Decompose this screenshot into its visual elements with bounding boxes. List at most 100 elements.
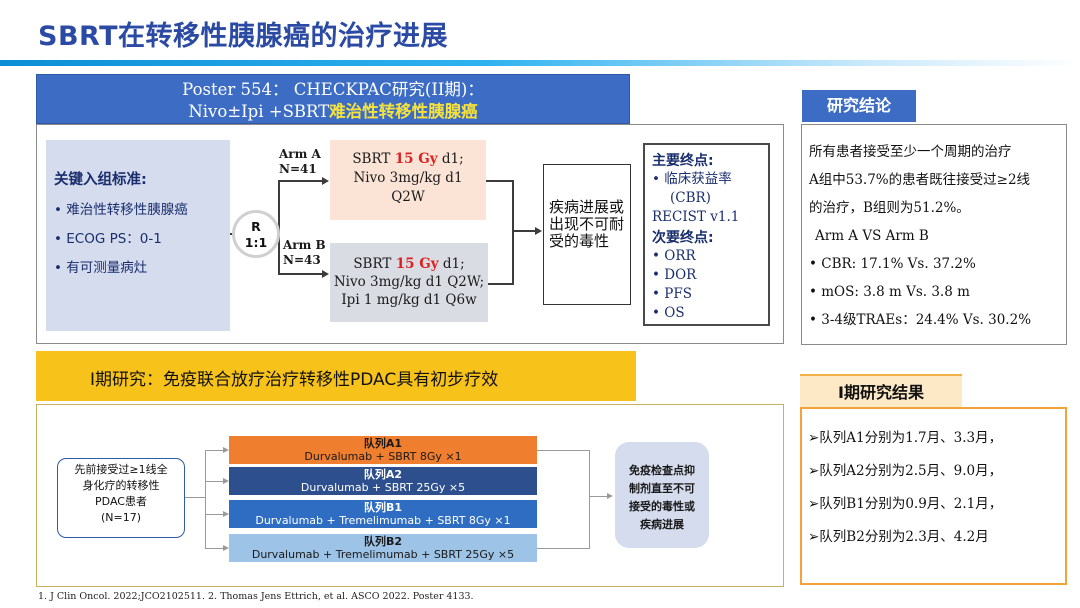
conclusion-line: 所有患者接受至少一个周期的治疗 bbox=[809, 144, 1012, 160]
arm-a-label: Arm A N=41 bbox=[279, 147, 321, 177]
result-line: ➢队列A2分别为2.5月、9.0月， bbox=[808, 463, 1003, 479]
outcome-text: 疾病进展或出现不可耐受的毒性 bbox=[549, 198, 625, 250]
connector-line bbox=[205, 514, 223, 515]
arm-a-sbrt: SBRT bbox=[352, 151, 395, 167]
phase1-header bbox=[36, 351, 636, 401]
conclusion-panel bbox=[801, 124, 1067, 345]
patient-line: PDAC患者 bbox=[95, 495, 147, 508]
connector-line bbox=[185, 497, 205, 498]
arm-a-n: N=41 bbox=[279, 162, 317, 176]
phase1-title: I期研究：免疫联合放疗治疗转移性PDAC具有初步疗效 bbox=[90, 370, 499, 390]
criteria-item: • ECOG PS：0-1 bbox=[54, 231, 162, 247]
conclusion-line: A组中53.7%的患者既往接受过≥2线 bbox=[809, 172, 1031, 188]
arrowhead bbox=[223, 447, 229, 453]
secondary-endpoint-item: • OS bbox=[652, 305, 685, 321]
randomization-letter: R bbox=[251, 219, 261, 234]
primary-endpoint-abbr: (CBR) bbox=[670, 190, 711, 206]
poster-indication: 难治性转移性胰腺癌 bbox=[329, 102, 478, 121]
criteria-title: 关键入组标准: bbox=[54, 172, 147, 188]
checkpoint-line: 接受的毒性或 bbox=[629, 500, 695, 513]
connector-line bbox=[589, 450, 590, 548]
criteria-item: • 有可测量病灶 bbox=[54, 260, 148, 276]
arm-b-dose: 15 Gy bbox=[395, 256, 439, 272]
secondary-endpoint-item: • DOR bbox=[652, 267, 697, 283]
conclusion-line: • CBR: 17.1% Vs. 37.2% bbox=[809, 256, 976, 272]
patient-population-box: 先前接受过≥1线全 身化疗的转移性 PDAC患者 (N=17) bbox=[57, 458, 185, 538]
primary-endpoint-title: 主要终点: bbox=[652, 153, 714, 169]
conclusion-line: 的治疗，B组则为51.2%。 bbox=[809, 200, 970, 216]
arrowhead bbox=[223, 545, 229, 551]
connector-line bbox=[589, 496, 607, 497]
poster-regimen: Nivo±Ipi +SBRT bbox=[188, 102, 330, 121]
secondary-endpoint-title: 次要终点: bbox=[652, 230, 714, 246]
cohort-regimen: Durvalumab + SBRT 25Gy ×5 bbox=[300, 481, 466, 494]
endpoint-list: 主要终点: • 临床获益率 (CBR) RECIST v1.1 次要终点: • … bbox=[652, 150, 768, 323]
cohort-regimen: Durvalumab + Tremelimumab + SBRT 25Gy ×5 bbox=[251, 548, 515, 561]
arm-b-n: N=43 bbox=[283, 253, 321, 267]
arm-a-line1: SBRT 15 Gy d1; bbox=[330, 150, 486, 169]
patient-line: (N=17) bbox=[100, 511, 142, 524]
result-line: ➢队列B1分别为0.9月、2.1月， bbox=[808, 496, 1003, 512]
primary-endpoint-item: • 临床获益率 bbox=[652, 171, 732, 187]
outcome-arrow-line bbox=[512, 230, 535, 232]
title-underline bbox=[0, 60, 1080, 66]
arrowhead bbox=[322, 270, 329, 278]
footnote: 1. J Clin Oncol. 2022;JCO2102511. 2. Tho… bbox=[38, 591, 474, 602]
endpoint-box bbox=[643, 143, 770, 326]
outcome-box bbox=[543, 164, 631, 305]
arm-a-name: Arm A bbox=[279, 147, 321, 161]
checkpoint-box: 免疫检查点抑 制剂直至不可 接受的毒性或 疾病进展 bbox=[615, 442, 709, 548]
result-line: ➢队列A1分别为1.7月、3.3月， bbox=[808, 430, 1003, 446]
arm-b-line3: Ipi 1 mg/kg d1 Q6w bbox=[341, 292, 477, 308]
arrowhead bbox=[223, 478, 229, 484]
arrowhead bbox=[535, 227, 542, 235]
arm-a-day: d1; bbox=[437, 151, 464, 167]
arrowhead bbox=[607, 493, 613, 499]
patient-line: 身化疗的转移性 bbox=[82, 479, 160, 492]
secondary-endpoint-item: • ORR bbox=[652, 248, 696, 264]
poster-header: Poster 554： CHECKPAC研究(II期)： Nivo±Ipi +S… bbox=[36, 74, 630, 124]
cohort-b2: 队列B2 Durvalumab + Tremelimumab + SBRT 25… bbox=[229, 534, 537, 562]
cohort-name: 队列A1 bbox=[363, 437, 403, 450]
page-title: SBRT在转移性胰腺癌的治疗进展 bbox=[38, 21, 449, 52]
checkpoint-line: 免疫检查点抑 bbox=[629, 464, 695, 477]
connector-line bbox=[488, 283, 514, 285]
secondary-endpoint-item: • PFS bbox=[652, 286, 692, 302]
results-text: ➢队列A1分别为1.7月、3.3月， ➢队列A2分别为2.5月、9.0月， ➢队… bbox=[808, 426, 1064, 545]
connector-line bbox=[512, 180, 514, 285]
cohort-b1: 队列B1 Durvalumab + Tremelimumab + SBRT 8G… bbox=[229, 500, 537, 528]
arm-a-dose: 15 Gy bbox=[394, 151, 438, 167]
conclusion-line: • 3-4级TRAEs：24.4% Vs. 30.2% bbox=[809, 312, 1032, 328]
arm-a-arrow-line bbox=[278, 180, 322, 182]
cohort-name: 队列B2 bbox=[363, 535, 403, 548]
patient-line: 先前接受过≥1线全 bbox=[74, 463, 168, 476]
connector-line bbox=[486, 180, 514, 182]
connector-line bbox=[205, 548, 223, 549]
result-line: ➢队列B2分别为2.3月、4.2月 bbox=[808, 529, 989, 545]
arm-a-line3: Q2W bbox=[391, 189, 425, 205]
conclusion-line: • mOS: 3.8 m Vs. 3.8 m bbox=[809, 284, 970, 300]
arm-b-sbrt: SBRT bbox=[353, 256, 396, 272]
arm-a-regimen-box: SBRT 15 Gy d1; Nivo 3mg/kg d1 Q2W bbox=[330, 140, 486, 220]
arm-b-label: Arm B N=43 bbox=[283, 238, 326, 268]
checkpoint-line: 制剂直至不可 bbox=[629, 482, 695, 495]
connector-line bbox=[537, 548, 590, 549]
randomization-circle: R 1:1 bbox=[232, 210, 280, 258]
connector-line bbox=[205, 450, 223, 451]
arm-b-line1: SBRT 15 Gy d1; bbox=[330, 255, 488, 273]
conclusion-line: Arm A VS Arm B bbox=[815, 228, 929, 244]
checkpoint-line: 疾病进展 bbox=[640, 518, 684, 531]
results-panel bbox=[800, 407, 1067, 585]
conclusion-text: 所有患者接受至少一个周期的治疗 A组中53.7%的患者既往接受过≥2线 的治疗，… bbox=[809, 142, 1065, 330]
cohort-a2: 队列A2 Durvalumab + SBRT 25Gy ×5 bbox=[229, 467, 537, 495]
criteria-box bbox=[46, 140, 230, 331]
arm-b-regimen-box: SBRT 15 Gy d1; Nivo 3mg/kg d1 Q2W; Ipi 1… bbox=[330, 243, 488, 322]
cohort-name: 队列A2 bbox=[363, 468, 403, 481]
poster-header-line1: Poster 554： CHECKPAC研究(II期)： bbox=[182, 80, 484, 99]
conclusion-tab: 研究结论 bbox=[802, 90, 916, 122]
randomization-ratio: 1:1 bbox=[244, 235, 268, 250]
arm-b-line2: Nivo 3mg/kg d1 Q2W; bbox=[333, 274, 485, 290]
cohort-name: 队列B1 bbox=[363, 501, 403, 514]
arrowhead bbox=[223, 511, 229, 517]
cohort-regimen: Durvalumab + Tremelimumab + SBRT 8Gy ×1 bbox=[255, 514, 511, 527]
